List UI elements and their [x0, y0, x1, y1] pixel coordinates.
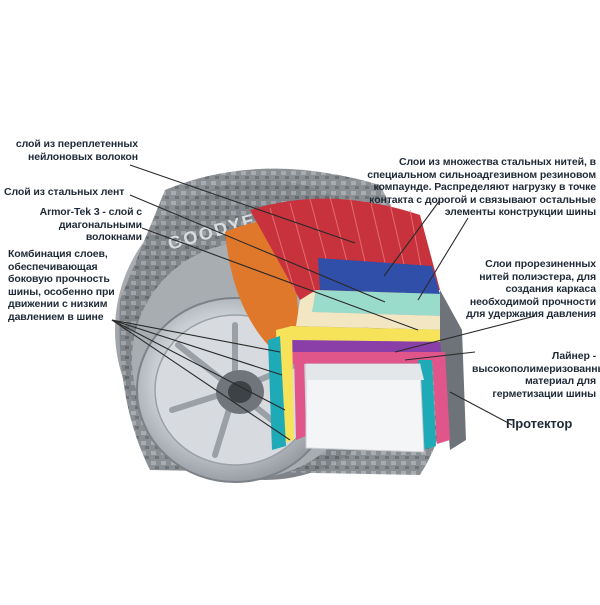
left-pink-wall — [294, 352, 306, 440]
blue-steel-belt-layer — [318, 258, 440, 294]
leader-lines — [111, 164, 536, 441]
label-armor-tek: Armor-Tek 3 - слой с диагональными волок… — [39, 206, 143, 243]
pink-liner-layer — [286, 352, 455, 364]
yellow-armor-tek-layer — [290, 326, 450, 342]
label-nylon-layer: слой из переплетенных нейлоновых волокон — [15, 138, 138, 163]
label-layer-combination: Комбинация слоев, обеспечивающая боковую… — [8, 248, 115, 323]
label-polyester-layers: Слои прорезиненных нитей полиэстера, для… — [466, 258, 596, 320]
label-tread: Протектор — [506, 416, 573, 431]
cream-nylon-layer — [296, 290, 448, 330]
label-liner: Лайнер - высокополимеризованный материал… — [472, 350, 600, 400]
cyan-steel-thread-layer — [312, 290, 444, 316]
left-teal-bead — [268, 336, 286, 450]
label-steel-belts: Слой из стальных лент — [4, 186, 125, 198]
right-pink-wall — [432, 352, 450, 444]
purple-polyester-layer — [288, 340, 452, 352]
cutaway-layers — [250, 196, 466, 453]
label-steel-threads: Слои из множества стальных нитей, в спец… — [367, 156, 596, 218]
